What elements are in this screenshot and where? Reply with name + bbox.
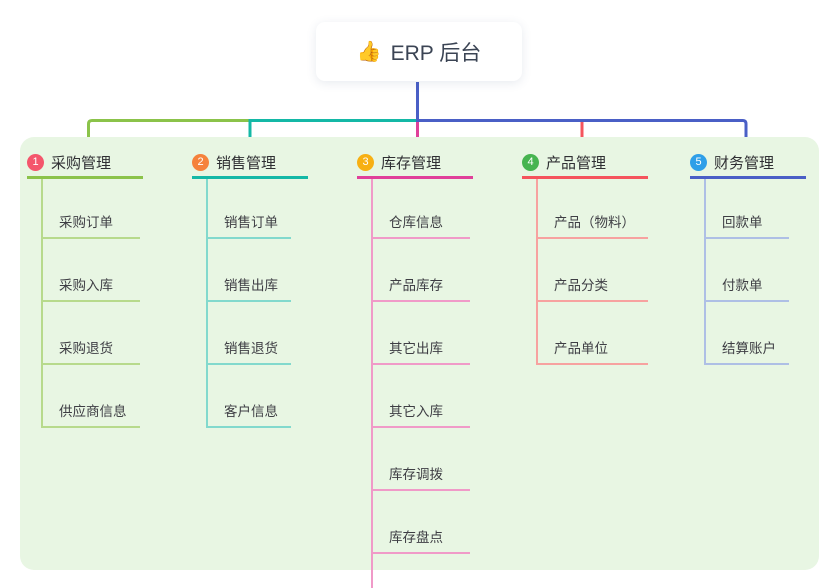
branch-child-item[interactable]: 其它出库: [373, 302, 470, 365]
thumbs-up-icon: 👍: [356, 41, 382, 63]
branch-label: 产品管理: [546, 155, 607, 172]
branch-child-item[interactable]: 销售订单: [208, 179, 291, 239]
branch-header[interactable]: 4 产品管理: [522, 149, 648, 179]
child-label: 产品库存: [389, 278, 443, 293]
child-label: 产品单位: [554, 341, 608, 356]
branch-children: 仓库信息 产品库存 其它出库 其它入库 库存调拨 库存盘点 出库库明细: [371, 179, 470, 588]
child-label: 付款单: [722, 278, 763, 293]
branch-label: 销售管理: [216, 155, 277, 172]
branch-number-badge: 5: [690, 154, 707, 171]
child-label: 结算账户: [722, 341, 776, 356]
branch-children: 回款单 付款单 结算账户: [704, 179, 789, 365]
branch-child-item[interactable]: 结算账户: [706, 302, 789, 365]
branch-child-item[interactable]: 产品库存: [373, 239, 470, 302]
branch-children: 采购订单 采购入库 采购退货 供应商信息: [41, 179, 140, 428]
branch-child-item[interactable]: 销售退货: [208, 302, 291, 365]
branch-number-badge: 3: [357, 154, 374, 171]
branch-child-item[interactable]: 产品（物料）: [538, 179, 648, 239]
branch-child-item[interactable]: 出库库明细: [373, 554, 470, 588]
branch-column: 3 库存管理 仓库信息 产品库存 其它出库 其它入库 库存调拨 库存盘点 出库库…: [357, 149, 473, 588]
child-label: 回款单: [722, 215, 763, 230]
branch-number-badge: 2: [192, 154, 209, 171]
branch-child-item[interactable]: 产品分类: [538, 239, 648, 302]
branch-label: 采购管理: [51, 155, 112, 172]
child-label: 供应商信息: [59, 404, 127, 419]
branch-child-item[interactable]: 回款单: [706, 179, 789, 239]
branch-child-item[interactable]: 采购订单: [43, 179, 140, 239]
root-label: ERP 后台: [390, 41, 482, 65]
branch-column: 5 财务管理 回款单 付款单 结算账户: [690, 149, 806, 365]
child-label: 销售出库: [224, 278, 278, 293]
child-label: 销售退货: [224, 341, 278, 356]
branch-number-badge: 1: [27, 154, 44, 171]
root-node[interactable]: 👍 ERP 后台: [316, 22, 522, 81]
child-label: 仓库信息: [389, 215, 443, 230]
branch-child-item[interactable]: 付款单: [706, 239, 789, 302]
child-label: 产品（物料）: [554, 215, 635, 230]
branch-child-item[interactable]: 其它入库: [373, 365, 470, 428]
branch-child-item[interactable]: 销售出库: [208, 239, 291, 302]
branch-child-item[interactable]: 库存盘点: [373, 491, 470, 554]
child-label: 客户信息: [224, 404, 278, 419]
branch-label: 库存管理: [381, 155, 442, 172]
child-label: 采购退货: [59, 341, 113, 356]
branch-child-item[interactable]: 采购退货: [43, 302, 140, 365]
branch-child-item[interactable]: 产品单位: [538, 302, 648, 365]
branch-children: 产品（物料） 产品分类 产品单位: [536, 179, 648, 365]
branch-column: 4 产品管理 产品（物料） 产品分类 产品单位: [522, 149, 648, 365]
child-label: 销售订单: [224, 215, 278, 230]
branch-number-badge: 4: [522, 154, 539, 171]
branch-child-item[interactable]: 仓库信息: [373, 179, 470, 239]
branch-label: 财务管理: [714, 155, 775, 172]
branch-children: 销售订单 销售出库 销售退货 客户信息: [206, 179, 291, 428]
child-label: 采购订单: [59, 215, 113, 230]
branch-header[interactable]: 1 采购管理: [27, 149, 143, 179]
branch-child-item[interactable]: 采购入库: [43, 239, 140, 302]
child-label: 库存调拨: [389, 467, 443, 482]
branch-header[interactable]: 2 销售管理: [192, 149, 308, 179]
branches-panel: 1 采购管理 采购订单 采购入库 采购退货 供应商信息 2 销售管理 销售订单 …: [20, 137, 819, 588]
branch-column: 2 销售管理 销售订单 销售出库 销售退货 客户信息: [192, 149, 308, 428]
branch-child-item[interactable]: 库存调拨: [373, 428, 470, 491]
child-label: 库存盘点: [389, 530, 443, 545]
child-label: 产品分类: [554, 278, 608, 293]
child-label: 采购入库: [59, 278, 113, 293]
branch-column: 1 采购管理 采购订单 采购入库 采购退货 供应商信息: [27, 149, 143, 428]
branch-child-item[interactable]: 客户信息: [208, 365, 291, 428]
child-label: 其它出库: [389, 341, 443, 356]
child-label: 其它入库: [389, 404, 443, 419]
branch-header[interactable]: 5 财务管理: [690, 149, 806, 179]
branch-header[interactable]: 3 库存管理: [357, 149, 473, 179]
branch-child-item[interactable]: 供应商信息: [43, 365, 140, 428]
